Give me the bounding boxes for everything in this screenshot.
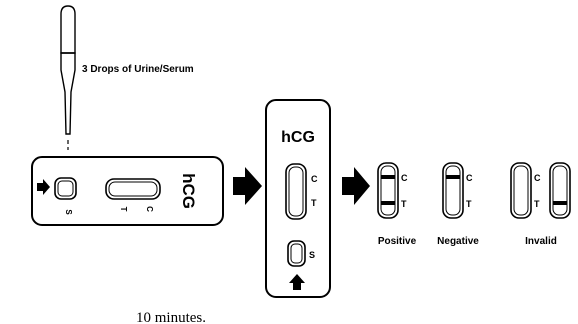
control-line: [381, 175, 395, 179]
result-window-invalid-alt: [549, 162, 571, 219]
test-label: T: [466, 199, 472, 209]
result-window: [105, 178, 161, 200]
result-label-invalid: Invalid: [525, 236, 557, 247]
control-line: [446, 175, 460, 179]
test-label: T: [311, 198, 317, 208]
arrow-right-icon: [233, 167, 262, 205]
test-label: T: [119, 207, 128, 212]
result-window-negative: CT: [442, 162, 473, 219]
sample-label: S: [309, 250, 315, 260]
cassette-brand: hCG: [281, 129, 315, 146]
footer-text: 10 minutes.: [136, 310, 206, 324]
result-window-positive: CT: [377, 162, 408, 219]
test-line: [553, 201, 567, 205]
sample-well: [54, 177, 77, 200]
control-label: C: [311, 174, 318, 184]
cassette-brand: hCG: [179, 173, 198, 209]
dropper-icon: [60, 5, 76, 135]
drops-label: 3 Drops of Urine/Serum: [82, 64, 194, 75]
arrow-right-icon: [37, 179, 50, 195]
control-label: C: [145, 206, 154, 212]
result-window-invalid: CT: [510, 162, 541, 219]
test-line: [381, 201, 395, 205]
sample-label: S: [64, 209, 73, 215]
control-label: C: [401, 173, 408, 183]
sample-well: [287, 240, 306, 267]
horizontal-cassette: [31, 156, 224, 226]
arrow-right-icon: [342, 167, 370, 205]
control-label: C: [534, 173, 541, 183]
result-window: [285, 163, 307, 220]
test-label: T: [401, 199, 407, 209]
test-label: T: [534, 199, 540, 209]
control-label: C: [466, 173, 473, 183]
arrow-up-icon: [289, 274, 305, 290]
result-label-positive: Positive: [378, 236, 417, 247]
result-label-negative: Negative: [437, 236, 479, 247]
vertical-cassette: [265, 99, 331, 298]
